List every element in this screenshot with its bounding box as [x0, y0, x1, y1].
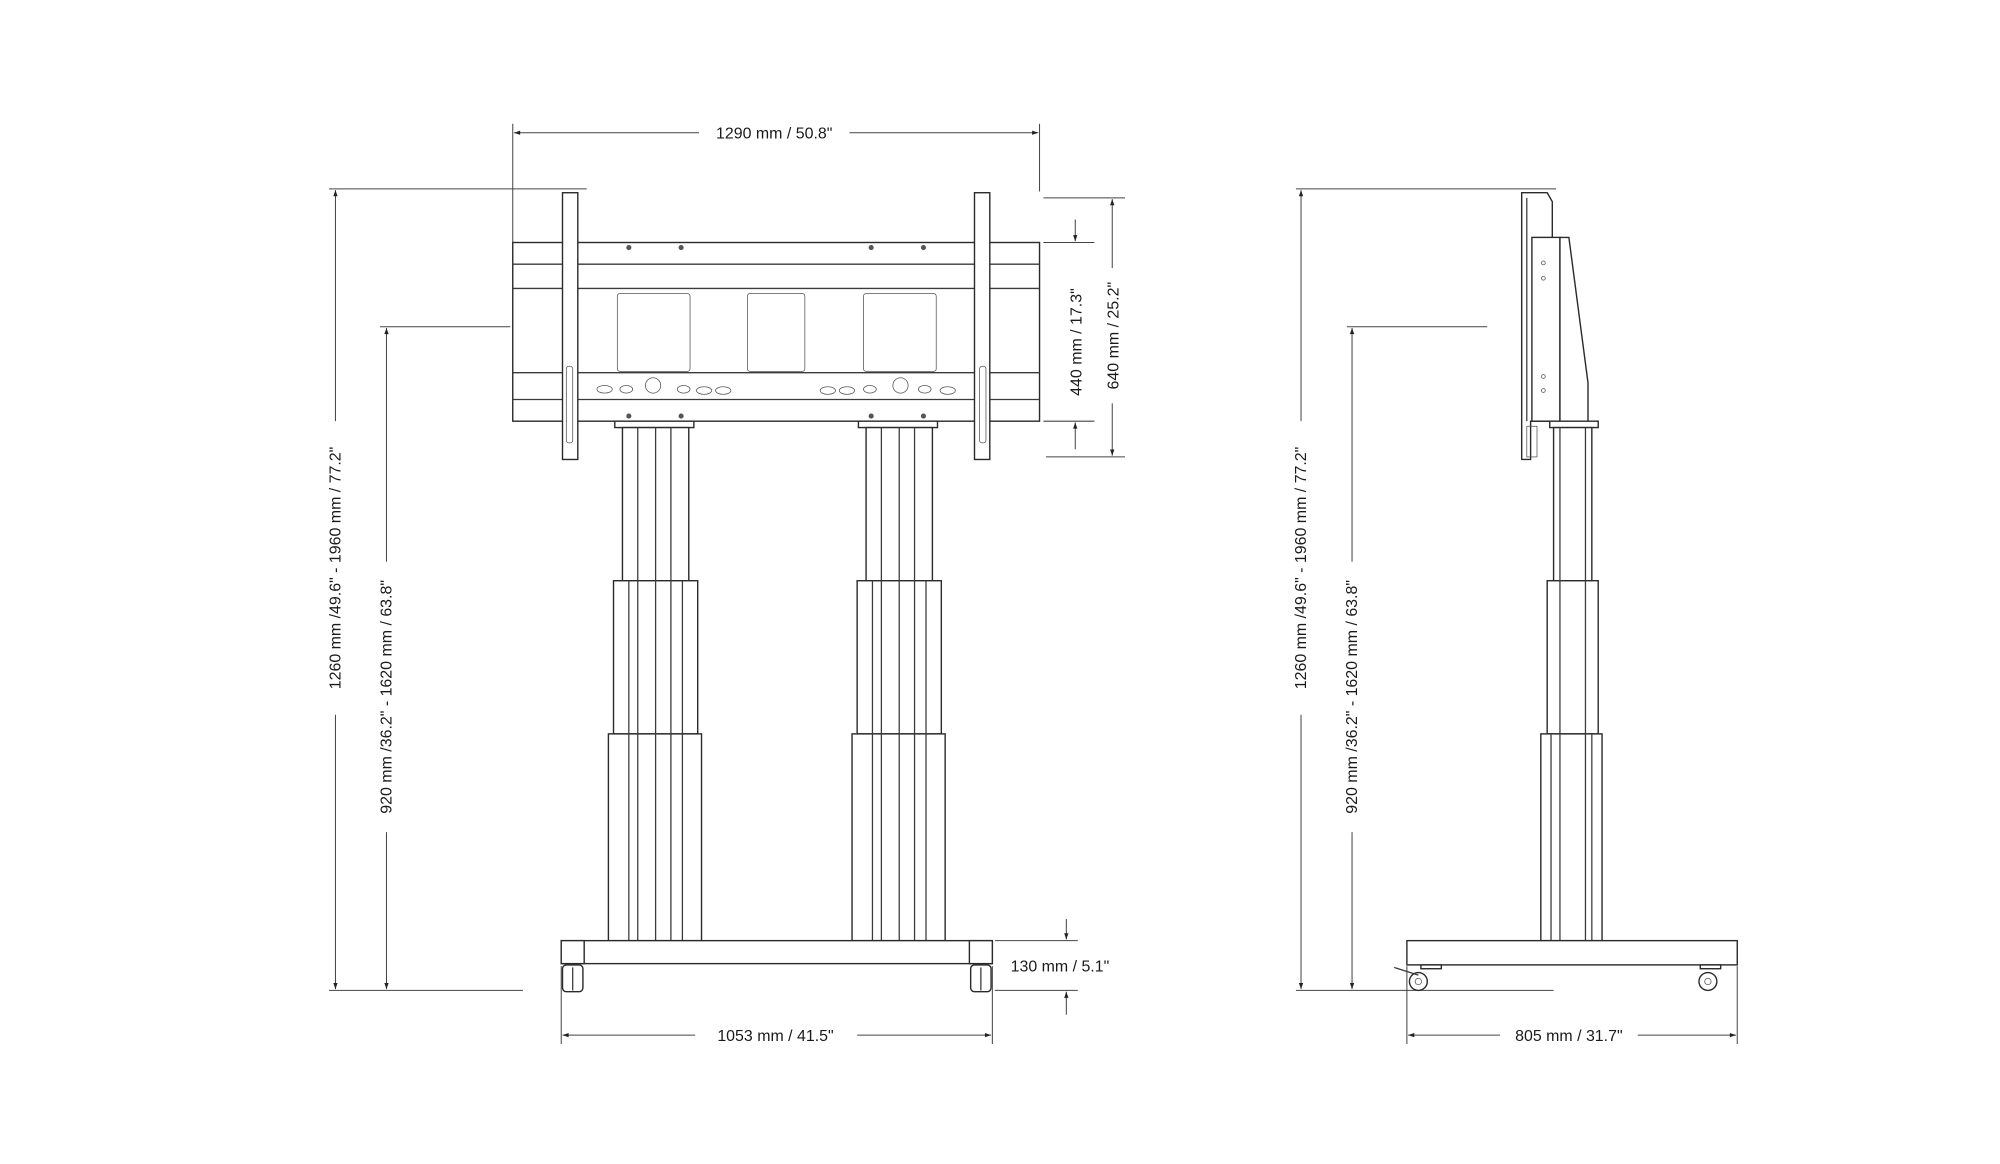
dimension-height-total: 1260 mm /49.6" - 1960 mm / 77.2" — [1293, 188, 1557, 991]
caster-front-side — [1393, 964, 1443, 992]
front-view: 1290 mm / 50.8" 1260 mm /49.6" - 1960 mm… — [328, 123, 1125, 1045]
base-frame — [560, 939, 994, 965]
caster-left — [561, 964, 584, 993]
caster-right — [969, 964, 992, 993]
side-view: 1260 mm /49.6" - 1960 mm / 77.2" 920 mm … — [1293, 188, 1738, 1045]
dimension-label: 1053 mm / 41.5" — [717, 1028, 833, 1045]
dimension-base-width: 1053 mm / 41.5" — [560, 966, 993, 1045]
column-side — [1540, 426, 1603, 942]
dimension-plate-height: 440 mm / 17.3" — [1043, 219, 1095, 450]
mount-bracket-side — [1526, 236, 1599, 458]
dimension-label: 1260 mm /49.6" - 1960 mm / 77.2" — [1293, 447, 1310, 690]
dimension-label: 920 mm /36.2" - 1620 mm / 63.8" — [379, 580, 396, 814]
dimension-height-center: 920 mm /36.2" - 1620 mm / 63.8" — [379, 326, 511, 990]
dimension-label: 440 mm / 17.3" — [1069, 288, 1086, 396]
base-side — [1406, 939, 1738, 966]
column-right — [851, 420, 946, 942]
dimension-label: 920 mm /36.2" - 1620 mm / 63.8" — [1344, 580, 1361, 814]
dimension-bracket-height: 640 mm / 25.2" — [1043, 197, 1125, 458]
vesa-bracket-right — [973, 192, 991, 461]
dimension-label: 640 mm / 25.2" — [1106, 282, 1123, 390]
dimension-label: 130 mm / 5.1" — [1011, 958, 1110, 975]
dimension-label: 1260 mm /49.6" - 1960 mm / 77.2" — [328, 447, 345, 690]
dimension-height-center: 920 mm /36.2" - 1620 mm / 63.8" — [1344, 326, 1488, 990]
caster-rear-side — [1698, 964, 1722, 992]
dimension-base-height: 130 mm / 5.1" — [994, 918, 1110, 1015]
mounting-plate — [512, 241, 1041, 422]
vesa-bracket-left — [561, 192, 579, 461]
dimension-height-total: 1260 mm /49.6" - 1960 mm / 77.2" — [328, 188, 587, 991]
dimension-label: 805 mm / 31.7" — [1515, 1028, 1623, 1045]
dimension-base-depth: 805 mm / 31.7" — [1406, 966, 1738, 1045]
column-left — [607, 420, 703, 942]
dimension-width-top: 1290 mm / 50.8" — [512, 123, 1041, 243]
dimension-label: 1290 mm / 50.8" — [716, 125, 832, 142]
